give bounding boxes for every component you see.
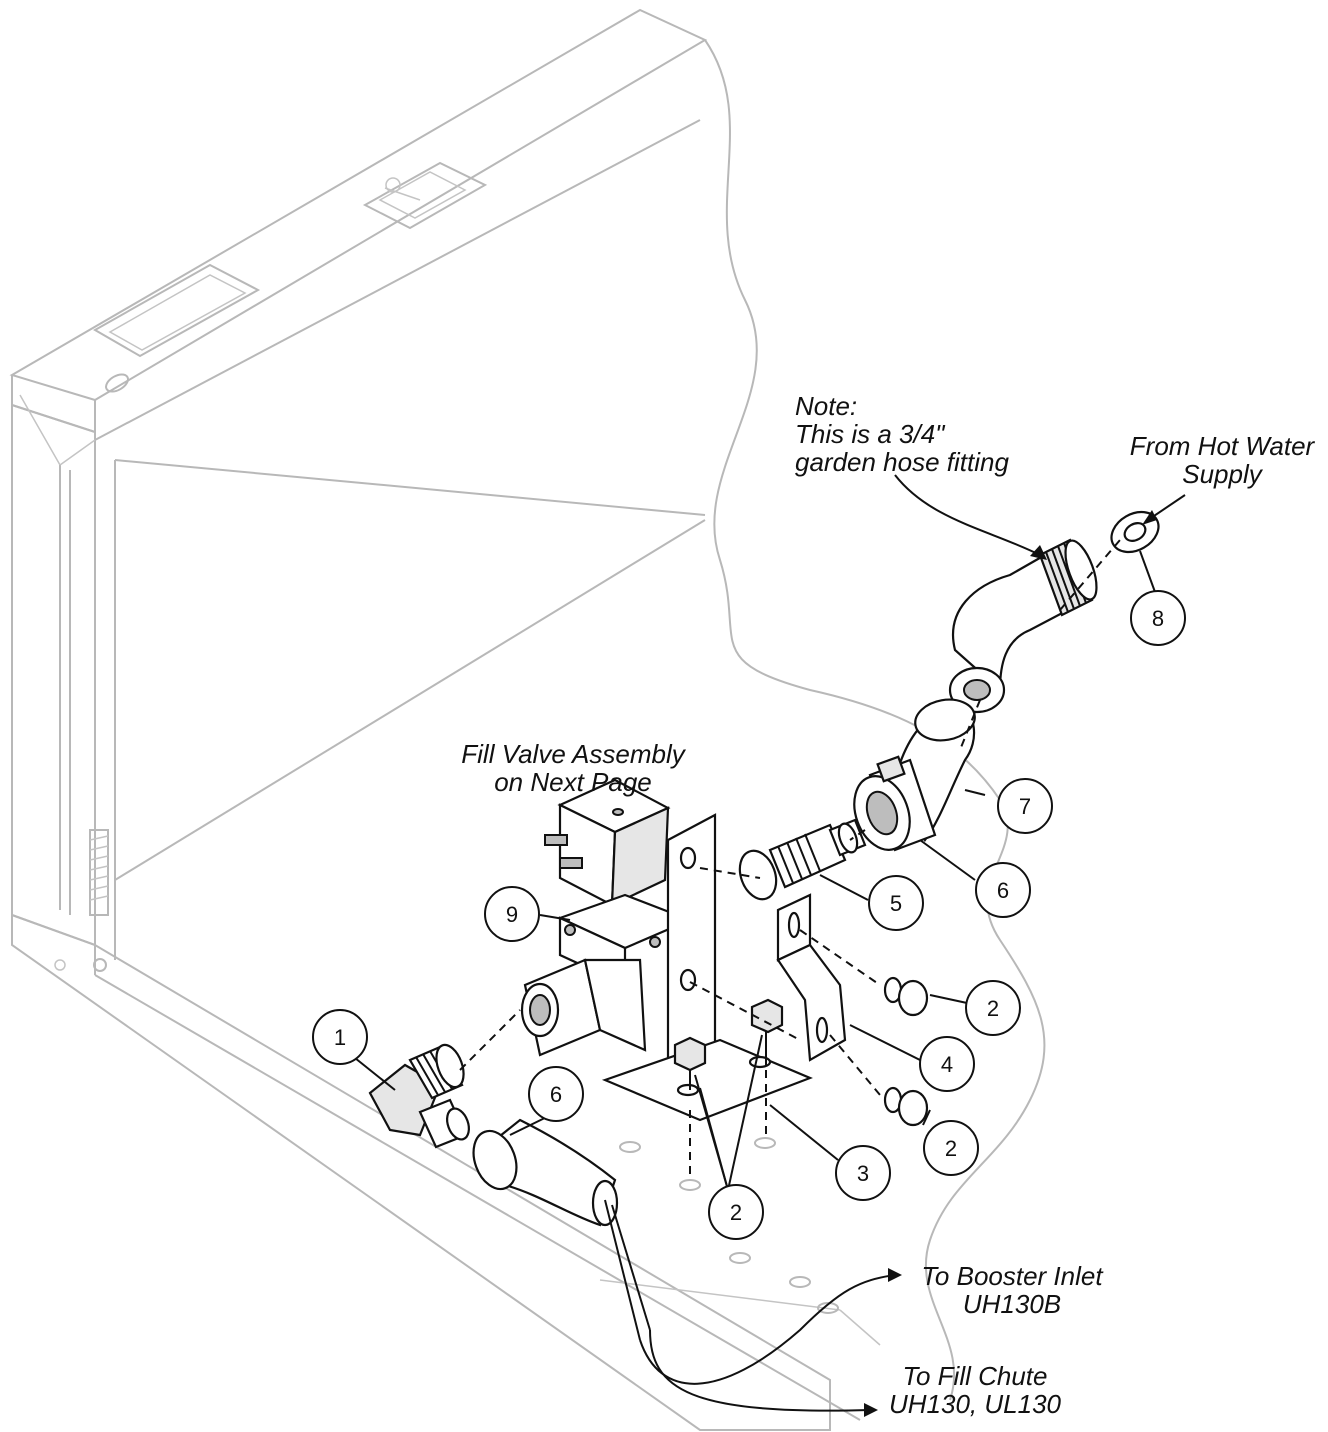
fill-valve-part-9 — [520, 778, 693, 1057]
svg-text:8: 8 — [1152, 606, 1164, 631]
note-label: Note: This is a 3/4" garden hose fitting — [795, 391, 1009, 477]
callout-8: 8 — [1130, 590, 1186, 646]
hot-water-supply-label: From Hot Water Supply — [1130, 431, 1316, 489]
hose-barb-part-5 — [738, 818, 867, 901]
booster-inlet-label: To Booster Inlet UH130B — [921, 1261, 1104, 1319]
callout-9: 9 — [484, 886, 540, 942]
callout-2-right-lower: 2 — [923, 1120, 979, 1176]
svg-text:This is a 3/4": This is a 3/4" — [795, 419, 946, 449]
svg-text:2: 2 — [987, 996, 999, 1021]
svg-text:garden hose fitting: garden hose fitting — [795, 447, 1009, 477]
callout-2-right-upper: 2 — [965, 980, 1021, 1036]
svg-text:2: 2 — [945, 1136, 957, 1161]
hose-clamp-part-6-upper — [853, 755, 937, 852]
svg-text:6: 6 — [550, 1082, 562, 1107]
fill-chute-label: To Fill Chute UH130, UL130 — [889, 1361, 1062, 1419]
callout-6-upper: 6 — [975, 862, 1031, 918]
svg-text:9: 9 — [506, 902, 518, 927]
garden-hose-elbow — [948, 538, 1098, 714]
callout-5: 5 — [868, 875, 924, 931]
svg-text:4: 4 — [941, 1052, 953, 1077]
svg-text:7: 7 — [1019, 794, 1031, 819]
svg-text:Fill Valve Assembly: Fill Valve Assembly — [461, 739, 686, 769]
svg-text:2: 2 — [730, 1200, 742, 1225]
washer-part-8 — [1110, 510, 1160, 593]
svg-text:To Fill Chute: To Fill Chute — [903, 1361, 1048, 1391]
callout-4: 4 — [919, 1036, 975, 1092]
fill-valve-label: Fill Valve Assembly on Next Page — [461, 739, 686, 797]
svg-text:To Booster Inlet: To Booster Inlet — [921, 1261, 1104, 1291]
leader-lines — [354, 474, 1186, 1417]
assembly-lines — [459, 539, 1121, 1180]
svg-text:Note:: Note: — [795, 391, 857, 421]
callout-3: 3 — [835, 1145, 891, 1201]
svg-text:on Next Page: on Next Page — [494, 767, 652, 797]
svg-text:UH130B: UH130B — [963, 1289, 1061, 1319]
hose-part-6-lower — [472, 1118, 651, 1341]
svg-text:Supply: Supply — [1182, 459, 1263, 489]
cabinet-ghost — [9, 8, 1046, 1431]
svg-text:5: 5 — [890, 891, 902, 916]
bracket-part-4 — [776, 893, 847, 1062]
screws-part-2 — [673, 976, 929, 1127]
callout-7: 7 — [997, 778, 1053, 834]
svg-text:1: 1 — [334, 1025, 346, 1050]
svg-text:6: 6 — [997, 878, 1009, 903]
svg-text:UH130, UL130: UH130, UL130 — [889, 1389, 1062, 1419]
svg-text:3: 3 — [857, 1161, 869, 1186]
callout-2-bottom: 2 — [708, 1184, 764, 1240]
mounting-bracket-part-3 — [601, 813, 813, 1122]
svg-text:From Hot Water: From Hot Water — [1130, 431, 1316, 461]
callout-1: 1 — [312, 1009, 368, 1065]
callout-6-lower: 6 — [528, 1066, 584, 1122]
elbow-fitting-part-1 — [368, 1043, 470, 1149]
